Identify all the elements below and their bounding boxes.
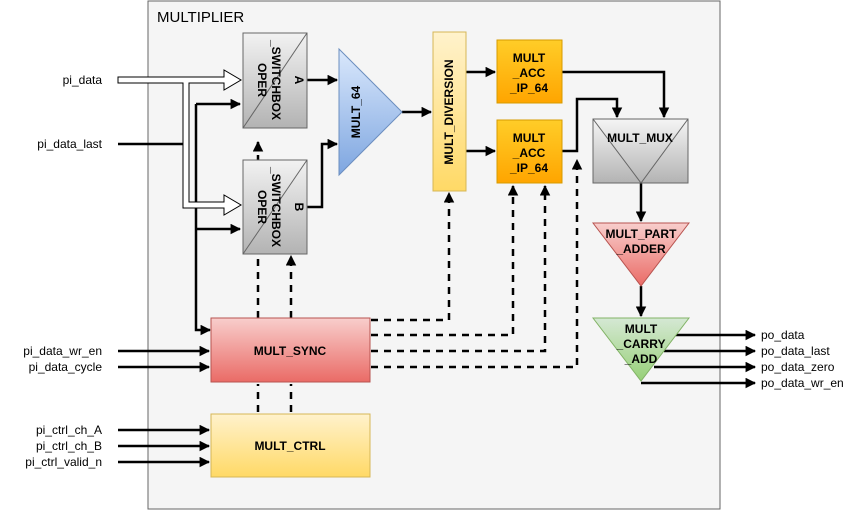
input-pi-data: pi_data <box>63 73 103 87</box>
mult-mux-label: MULT_MUX <box>607 131 673 145</box>
mult-64: MULT_64 <box>338 47 403 177</box>
acc-top-line1: MULT <box>513 51 546 65</box>
data-wires <box>118 66 757 468</box>
mult-diversion: MULT_DIVERSION <box>432 31 467 192</box>
mult-carry-add: MULT _CARRY _ADD <box>591 317 691 382</box>
mult-acc-ip-64-top: MULT _ACC _IP_64 <box>496 39 563 104</box>
output-po-data-zero: po_data_zero <box>761 360 835 374</box>
input-pi-ctrl-ch-b: pi_ctrl_ch_B <box>36 439 102 453</box>
acc-top-line2: _ACC <box>512 66 546 80</box>
pi-data-bus <box>117 69 242 216</box>
switchbox-b-line1: OPER <box>255 190 269 224</box>
bus-arrow <box>117 69 242 216</box>
acc-bottom-line2: _ACC <box>512 146 546 160</box>
input-pi-data-cycle: pi_data_cycle <box>29 360 103 374</box>
input-pi-ctrl-ch-a: pi_ctrl_ch_A <box>36 423 102 437</box>
switchbox-b-line3: B <box>292 203 306 212</box>
acc-bottom-line3: _IP_64 <box>509 161 548 175</box>
input-pi-ctrl-valid-n: pi_ctrl_valid_n <box>25 455 102 469</box>
multiplier-title: MULTIPLIER <box>157 9 244 26</box>
oper-switchbox-b: OPER _SWITCHBOX B <box>242 159 308 255</box>
switchbox-a-line3: A <box>292 76 306 85</box>
output-po-data: po_data <box>761 328 805 342</box>
carry-add-line2: _CARRY <box>616 337 666 351</box>
mult-sync-label: MULT_SYNC <box>254 344 327 358</box>
mult-ctrl: MULT_CTRL <box>210 413 371 478</box>
mult-part-adder: MULT_PART _ADDER <box>591 222 691 287</box>
mult-ctrl-label: MULT_CTRL <box>254 439 325 453</box>
acc-bottom-line1: MULT <box>513 131 546 145</box>
carry-add-line1: MULT <box>625 322 658 336</box>
output-po-data-last: po_data_last <box>761 344 830 358</box>
oper-switchbox-a: OPER _SWITCHBOX A <box>242 32 308 129</box>
mult-acc-ip-64-bottom: MULT _ACC _IP_64 <box>496 119 563 184</box>
mult-sync: MULT_SYNC <box>210 317 371 383</box>
acc-top-line3: _IP_64 <box>509 81 548 95</box>
switchbox-b-line2: _SWITCHBOX <box>269 166 283 247</box>
part-adder-line2: _ADDER <box>615 242 666 256</box>
mult-mux: MULT_MUX <box>592 118 689 184</box>
part-adder-line1: MULT_PART <box>606 227 678 241</box>
input-pi-data-wr-en: pi_data_wr_en <box>23 344 102 358</box>
input-labels: pi_data pi_data_last pi_data_wr_en pi_da… <box>23 73 102 469</box>
output-labels: po_data po_data_last po_data_zero po_dat… <box>761 328 844 390</box>
mult-diversion-label: MULT_DIVERSION <box>442 59 456 164</box>
output-po-data-wr-en: po_data_wr_en <box>761 376 844 390</box>
carry-add-line3: _ADD <box>624 352 658 366</box>
switchbox-a-line1: OPER <box>255 63 269 97</box>
mult-64-label: MULT_64 <box>349 85 363 138</box>
input-pi-data-last: pi_data_last <box>37 137 102 151</box>
switchbox-a-line2: _SWITCHBOX <box>269 39 283 120</box>
